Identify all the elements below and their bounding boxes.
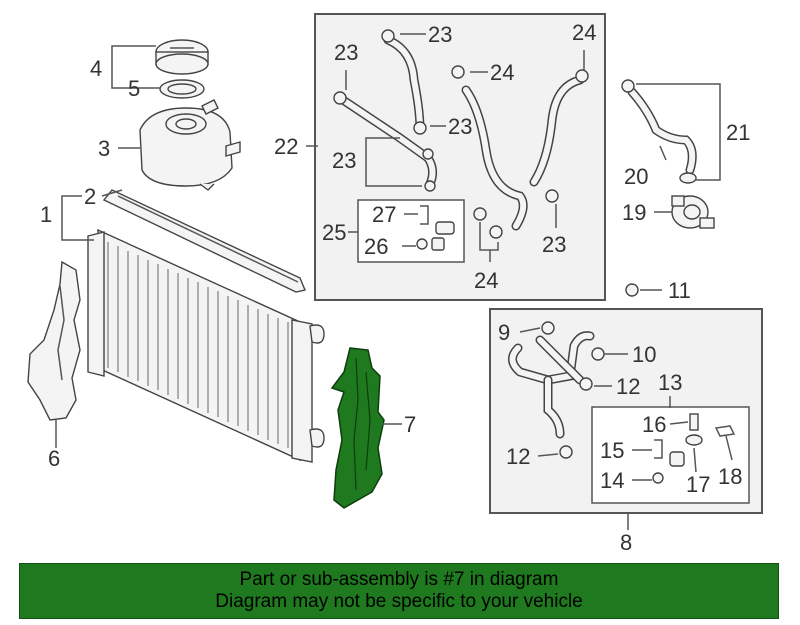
notice-line-1: Part or sub-assembly is #7 in diagram	[239, 569, 559, 590]
callout-23d: 23	[332, 148, 356, 173]
water-pump-hose	[621, 79, 697, 184]
sub-box-25-parts	[416, 205, 455, 251]
callout-23e: 23	[542, 232, 566, 257]
leader-lines	[55, 33, 733, 530]
notice-line-2: Diagram may not be specific to your vehi…	[215, 591, 583, 612]
callout-4: 4	[90, 56, 102, 81]
callout-5: 5	[128, 76, 140, 101]
radiator	[87, 228, 325, 463]
callout-2: 2	[84, 184, 96, 209]
callout-9: 9	[498, 320, 510, 345]
callout-26: 26	[364, 234, 388, 259]
callout-24a: 24	[490, 60, 514, 85]
clamp-11	[625, 283, 639, 297]
callout-23a: 23	[334, 40, 358, 65]
sub-box-13-parts	[652, 413, 736, 484]
air-guide-shape	[330, 347, 385, 509]
side-air-guide	[27, 260, 81, 421]
callout-22: 22	[274, 134, 298, 159]
coolant-hoses-group-22	[333, 29, 589, 239]
callout-8: 8	[620, 530, 632, 555]
expansion-tank	[139, 99, 241, 191]
callout-3: 3	[98, 136, 110, 161]
expansion-tank-cap	[155, 39, 209, 75]
callout-13: 13	[658, 370, 682, 395]
callout-23c: 23	[448, 114, 472, 139]
highlighted-air-guide-part-7	[330, 347, 385, 509]
callout-6: 6	[48, 446, 60, 471]
callout-10: 10	[632, 342, 656, 367]
callout-12b: 12	[506, 444, 530, 469]
coolant-pipes-group-8	[508, 321, 605, 459]
callout-1: 1	[40, 202, 52, 227]
callout-11: 11	[668, 278, 691, 303]
callout-27: 27	[372, 202, 396, 227]
callout-18: 18	[718, 464, 742, 489]
cap-seal-ring	[159, 79, 205, 99]
callout-25: 25	[322, 220, 346, 245]
callout-23b: 23	[428, 22, 452, 47]
callout-7: 7	[404, 412, 416, 437]
callout-20: 20	[624, 164, 648, 189]
callout-15: 15	[600, 438, 624, 463]
callout-17: 17	[686, 472, 710, 497]
callout-21: 21	[726, 120, 750, 145]
parts-diagram: 4 5 3 2 1 6 7 22 23 23 23 23 23 24 24 24…	[27, 13, 763, 555]
electric-water-pump	[671, 195, 715, 229]
callout-14: 14	[600, 468, 624, 493]
callout-19: 19	[622, 200, 646, 225]
callout-24c: 24	[474, 268, 498, 293]
fitment-notice-banner: Part or sub-assembly is #7 in diagram Di…	[19, 563, 779, 619]
callout-12a: 12	[616, 374, 640, 399]
callout-24b: 24	[572, 20, 596, 45]
radiator-seal-strip	[102, 189, 306, 293]
callout-16: 16	[642, 412, 666, 437]
